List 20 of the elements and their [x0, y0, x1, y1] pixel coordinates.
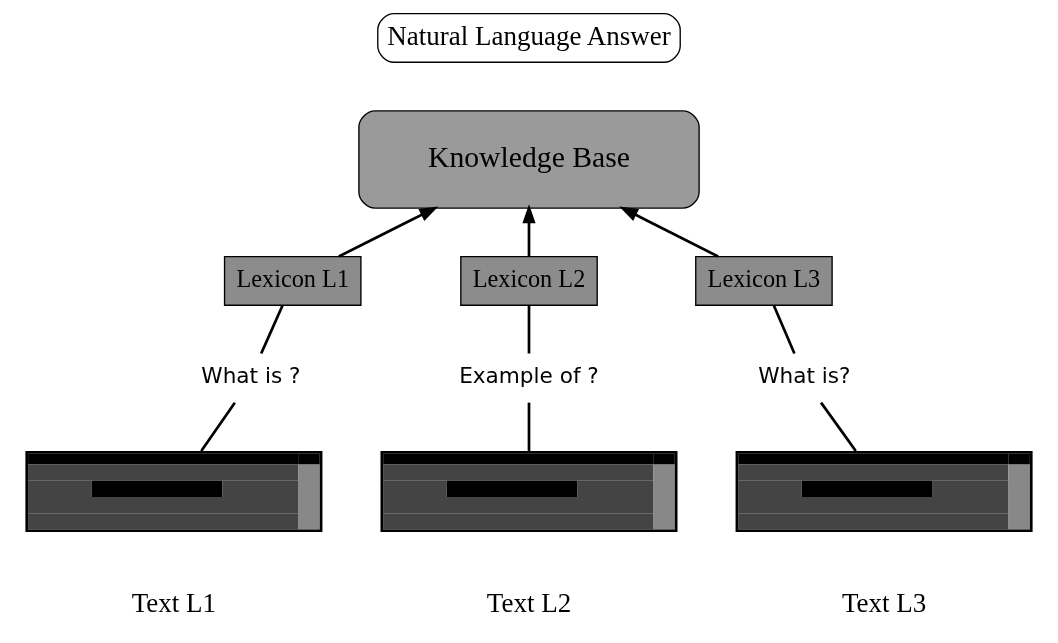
connector [772, 304, 796, 355]
node-text: What is? [758, 363, 851, 389]
node-label: Text L2 [486, 587, 572, 618]
arrow [619, 206, 719, 258]
node-text: Example of ? [459, 363, 599, 389]
node-label: Text L3 [841, 587, 927, 618]
node-box: Lexicon L2 [460, 256, 598, 306]
connector [527, 305, 531, 354]
node-text: What is ? [201, 363, 301, 389]
connector [259, 304, 284, 355]
node-label: Text L1 [131, 587, 217, 618]
arrow [522, 204, 536, 257]
node-box: Lexicon L1 [223, 256, 362, 306]
node-box: Lexicon L3 [695, 256, 833, 306]
connector [200, 401, 236, 452]
connector [819, 401, 857, 452]
node-box: Natural Language Answer [377, 13, 681, 63]
arrow [338, 206, 439, 258]
node-box: Knowledge Base [358, 110, 700, 209]
connector [527, 402, 531, 451]
